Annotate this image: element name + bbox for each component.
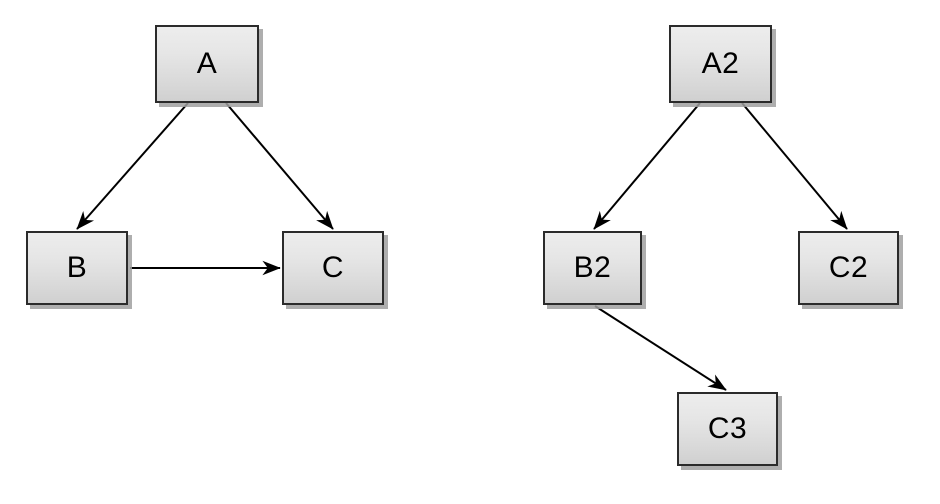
node-label: A2 xyxy=(701,47,740,80)
edge-a-b xyxy=(76,102,189,230)
node-a2[interactable]: A2 xyxy=(669,25,772,103)
node-label: C xyxy=(321,251,345,284)
edge-a-c xyxy=(225,102,334,230)
edge-b2-c3 xyxy=(594,305,727,391)
edge-a2-b2 xyxy=(593,102,701,230)
edges-group xyxy=(76,102,848,391)
node-b2[interactable]: B2 xyxy=(543,231,642,305)
node-b[interactable]: B xyxy=(26,231,128,305)
node-label: C3 xyxy=(707,412,748,445)
node-label: B xyxy=(66,251,88,284)
node-c2[interactable]: C2 xyxy=(798,231,899,305)
node-label: B2 xyxy=(573,251,612,284)
node-label: A xyxy=(196,47,218,80)
node-a[interactable]: A xyxy=(155,25,259,103)
node-label: C2 xyxy=(828,251,869,284)
edge-a2-c2 xyxy=(741,102,848,230)
node-c[interactable]: C xyxy=(282,231,384,305)
node-c3[interactable]: C3 xyxy=(677,392,778,466)
